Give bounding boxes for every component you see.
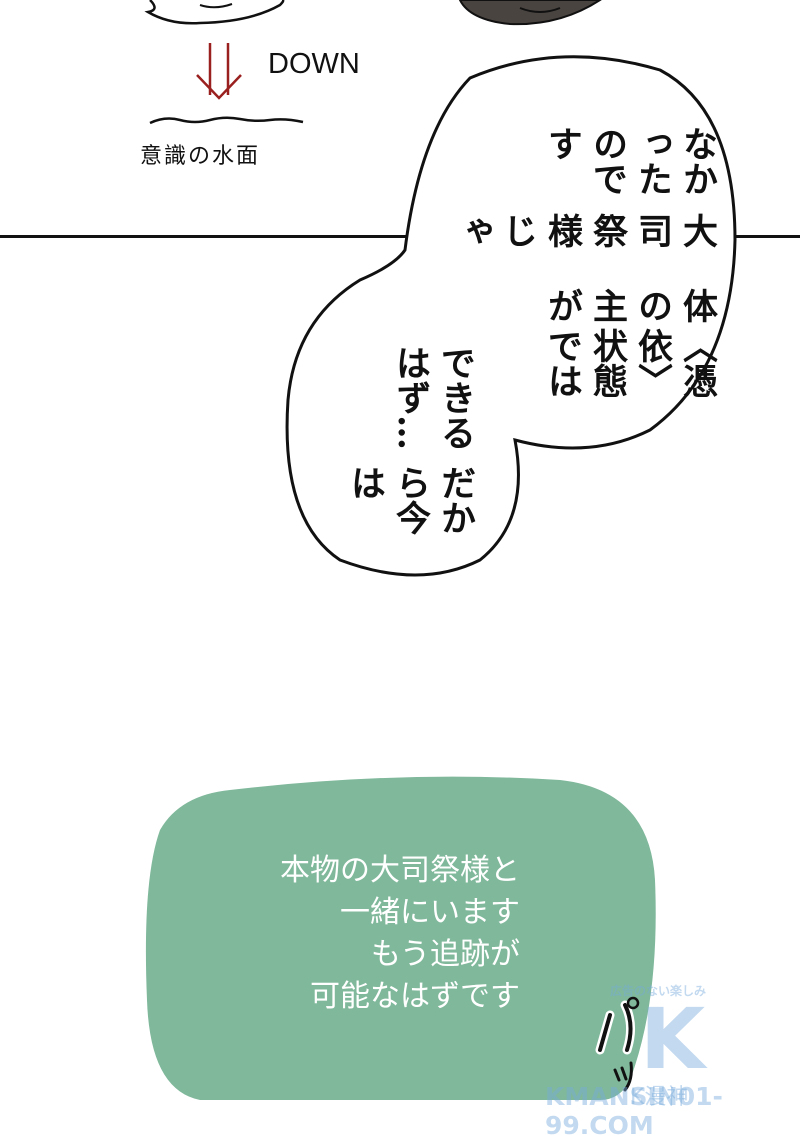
text-column: なかったのです	[542, 126, 718, 196]
text-column: できるはず…	[390, 345, 476, 450]
surface-caption: 意識の水面	[140, 144, 261, 169]
watermark-logo: 広告のない楽しみ K K漫神	[610, 984, 707, 1110]
speech-bubble	[285, 55, 737, 577]
watermark-site: KMANSIN01-99.COM	[545, 1082, 723, 1140]
green-bubble-text: 本物の大司祭様と 一緒にいます もう追跡が 可能なはずです	[280, 850, 520, 1018]
text-line: 本物の大司祭様と	[280, 853, 520, 888]
bubble-text-b: だから今は できるはず…	[343, 335, 478, 565]
character-drawings	[144, 0, 602, 125]
text-column: 体の主が	[542, 288, 718, 324]
sfx-pa	[595, 996, 640, 1092]
text-column: だから今は	[345, 465, 476, 535]
green-speech-bubble	[145, 776, 656, 1100]
text-line: もう追跡が	[370, 937, 520, 972]
bubble-text-a: 〈憑依〉状態では 体の主が 大司祭様じゃ なかったのです	[450, 118, 720, 418]
down-label: DOWN	[268, 48, 360, 80]
down-arrow-icon	[196, 43, 242, 100]
text-line: 一緒にいます	[340, 895, 520, 930]
text-line: 可能なはずです	[310, 979, 520, 1014]
text-column: 大司祭様じゃ	[452, 212, 718, 248]
text-column: 〈憑依〉状態では	[542, 328, 718, 399]
panel-divider	[0, 235, 800, 238]
water-surface-line	[149, 116, 304, 125]
